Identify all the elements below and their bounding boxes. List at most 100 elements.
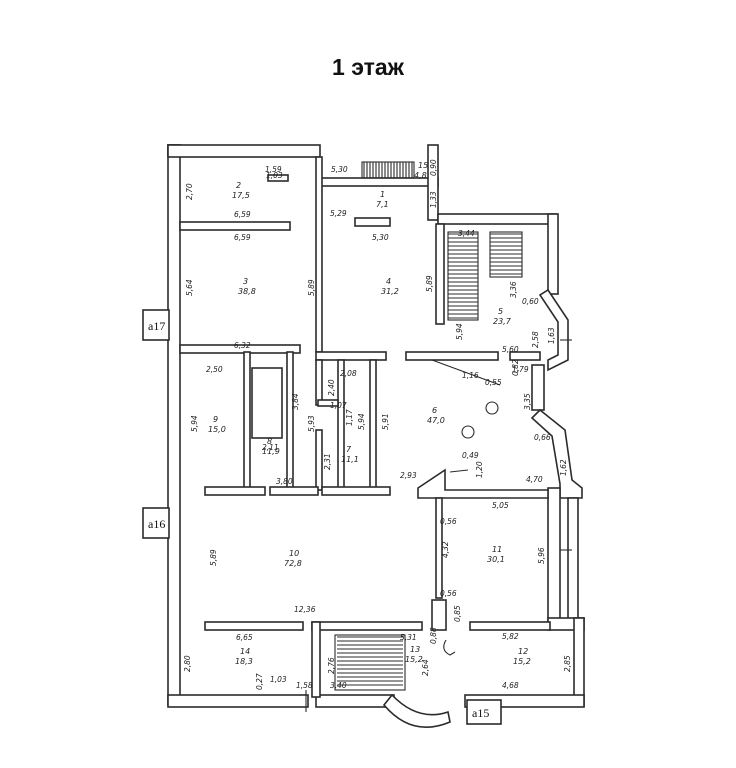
dimension-label: 0,27 [255,673,264,690]
dimension-label: 5,94 [357,413,366,430]
dimension-label: 6,59 [234,210,251,219]
dimension-label: 4,70 [526,475,543,484]
east-wall-bottom [573,617,585,707]
dimension-label: 2,93 [400,471,417,480]
fixtures [305,339,572,712]
dimension-label: 5,89 [307,279,316,296]
dimension-label: 1,17 [345,409,354,426]
room-area: 17,5 [232,191,250,200]
dimension-label: 2,76 [327,657,336,674]
dimension-label: 3,40 [330,681,347,690]
room-number: 13 [410,645,420,654]
dimension-label: 4,32 [441,541,450,558]
dimension-label: 5,30 [372,233,389,242]
east-wall-upper [547,213,559,295]
dimension-label: 2,85 [563,655,572,672]
room-number: 10 [289,549,299,558]
dimension-label: 1,16 [462,371,479,380]
room-labels: 1 7,1 2 17,5 3 38,8 4 31,2 5 23,7 6 47,0… [208,161,531,666]
dimension-label: 2,64 [421,659,430,676]
south-wall-mid [315,694,395,708]
west-wall [167,144,181,706]
dimension-label: 5,96 [537,547,546,564]
room-number: 4 [386,277,391,286]
dimension-label: 5,93 [307,415,316,432]
dimension-label: 1,03 [266,171,283,180]
dimension-label: 0,55 [485,378,502,387]
east-wall-lower [547,487,561,624]
room-area: 15,0 [208,425,226,434]
room-area: 38,8 [238,287,256,296]
dimension-label: 5,31 [400,633,417,642]
dimension-label: 1,20 [475,461,484,478]
axis-marks: a17 a16 a15 [142,309,502,725]
dimension-label: 1,63 [547,327,556,344]
dimension-label: 5,82 [502,632,519,641]
dimension-label: 5,60 [502,345,519,354]
room-area: 4,8 [414,171,427,180]
dimension-label: 2,31 [323,453,332,470]
plan-title: 1 этаж [332,54,404,80]
room-area: 11,1 [341,455,359,464]
dimension-label: 5,05 [492,501,509,510]
dimension-label: 0,90 [429,159,438,176]
dimension-label: 0,88 [429,627,438,644]
east-bay-upper [538,288,569,372]
room-number: 8 [267,437,272,446]
dimension-label: 2,50 [206,365,223,374]
axis-mark-label: a15 [472,706,489,720]
dimension-label: 4,68 [502,681,519,690]
axis-mark-a17 [142,309,170,341]
room-number: 15 [418,161,428,170]
exterior-walls [167,144,585,729]
entrance-arc [382,693,451,729]
dimension-label: 0,60 [522,297,539,306]
room-area: 15,2 [405,655,423,664]
room-number: 3 [243,277,248,286]
dimension-label: 0,56 [440,517,457,526]
axis-mark-label: a16 [148,517,165,531]
room-number: 11 [492,545,502,554]
dimension-label: 1,03 [270,675,287,684]
dimension-label: 1,79 [512,365,529,374]
dimension-label: 2,70 [185,183,194,200]
dimension-label: 3,35 [523,393,532,410]
dimension-label: 5,94 [190,415,199,432]
dimension-label: 1,33 [429,191,438,208]
room-area: 72,8 [284,559,302,568]
room-number: 7 [346,445,352,454]
dimension-label: 5,91 [381,413,390,430]
dimension-label: 2,80 [183,655,192,672]
column [485,401,499,415]
dimension-label: 5,30 [331,165,348,174]
room-area: 18,3 [235,657,253,666]
room-number: 9 [213,415,218,424]
dimension-label: 5,89 [209,549,218,566]
dimension-label: 0,56 [440,589,457,598]
dimension-label: 12,36 [294,605,316,614]
interior-walls [179,156,551,698]
room-number: 1 [380,190,385,199]
dimension-label: 5,89 [425,275,434,292]
axis-mark-a15 [466,699,502,725]
room-area: 15,2 [513,657,531,666]
room-area: 30,1 [487,555,505,564]
dimension-label: 3,84 [291,393,300,410]
dimension-label: 6,65 [236,633,253,642]
north-wall-right-pier [427,144,439,221]
room-area: 31,2 [381,287,399,296]
room-area: 11,9 [262,447,280,456]
axis-mark-a16 [142,507,170,539]
dimension-label: 6,59 [234,233,251,242]
dimension-label: 0,85 [453,605,462,622]
dimension-labels: 1,59 1,03 2,70 6,59 6,59 5,30 0,90 5,29 … [183,159,572,690]
dimension-label: 2,11 [262,443,279,452]
dimension-label: 5,94 [455,323,464,340]
dimension-label: 1,07 [330,401,347,410]
room-area: 7,1 [376,200,389,209]
dimension-label: 3,44 [458,229,475,238]
room-number: 5 [498,307,503,316]
north-wall-left [167,144,321,158]
dimension-label: 5,29 [330,209,347,218]
